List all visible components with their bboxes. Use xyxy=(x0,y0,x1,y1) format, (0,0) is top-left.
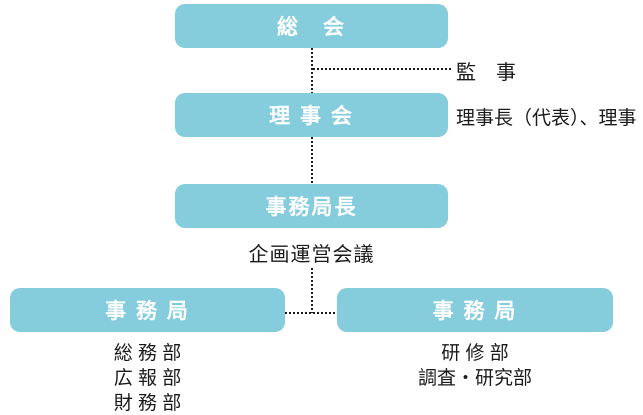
connector-kikaku-secretariats xyxy=(311,268,313,313)
list-item: 広 報 部 xyxy=(113,368,182,389)
box-general-meeting: 総 会 xyxy=(175,4,448,48)
box-secretariat-right: 事 務 局 xyxy=(337,288,613,332)
box-secretariat-left: 事 務 局 xyxy=(10,288,285,332)
list-item: 調査・研究部 xyxy=(417,368,532,389)
label-chairman-directors: 理事長（代表）、理事 xyxy=(456,108,637,129)
connector-auditor-branch xyxy=(313,68,452,70)
box-secretary-general: 事務局長 xyxy=(175,184,448,228)
department-list-right: 研 修 部 調査・研究部 xyxy=(337,341,613,391)
label-planning-management-meeting: 企画運営会議 xyxy=(248,244,375,266)
department-list-left: 総 務 部 広 報 部 財 務 部 xyxy=(10,341,285,415)
list-item: 財 務 部 xyxy=(113,393,182,414)
connector-soukai-rijikai xyxy=(311,48,313,93)
connector-rijikai-jimukyokucho xyxy=(311,137,313,184)
list-item: 総 務 部 xyxy=(113,343,182,364)
label-auditor: 監 事 xyxy=(456,62,516,84)
connector-secretariat-left-right xyxy=(285,312,340,314)
list-item: 研 修 部 xyxy=(441,343,509,364)
box-board-of-directors: 理 事 会 xyxy=(175,93,448,137)
